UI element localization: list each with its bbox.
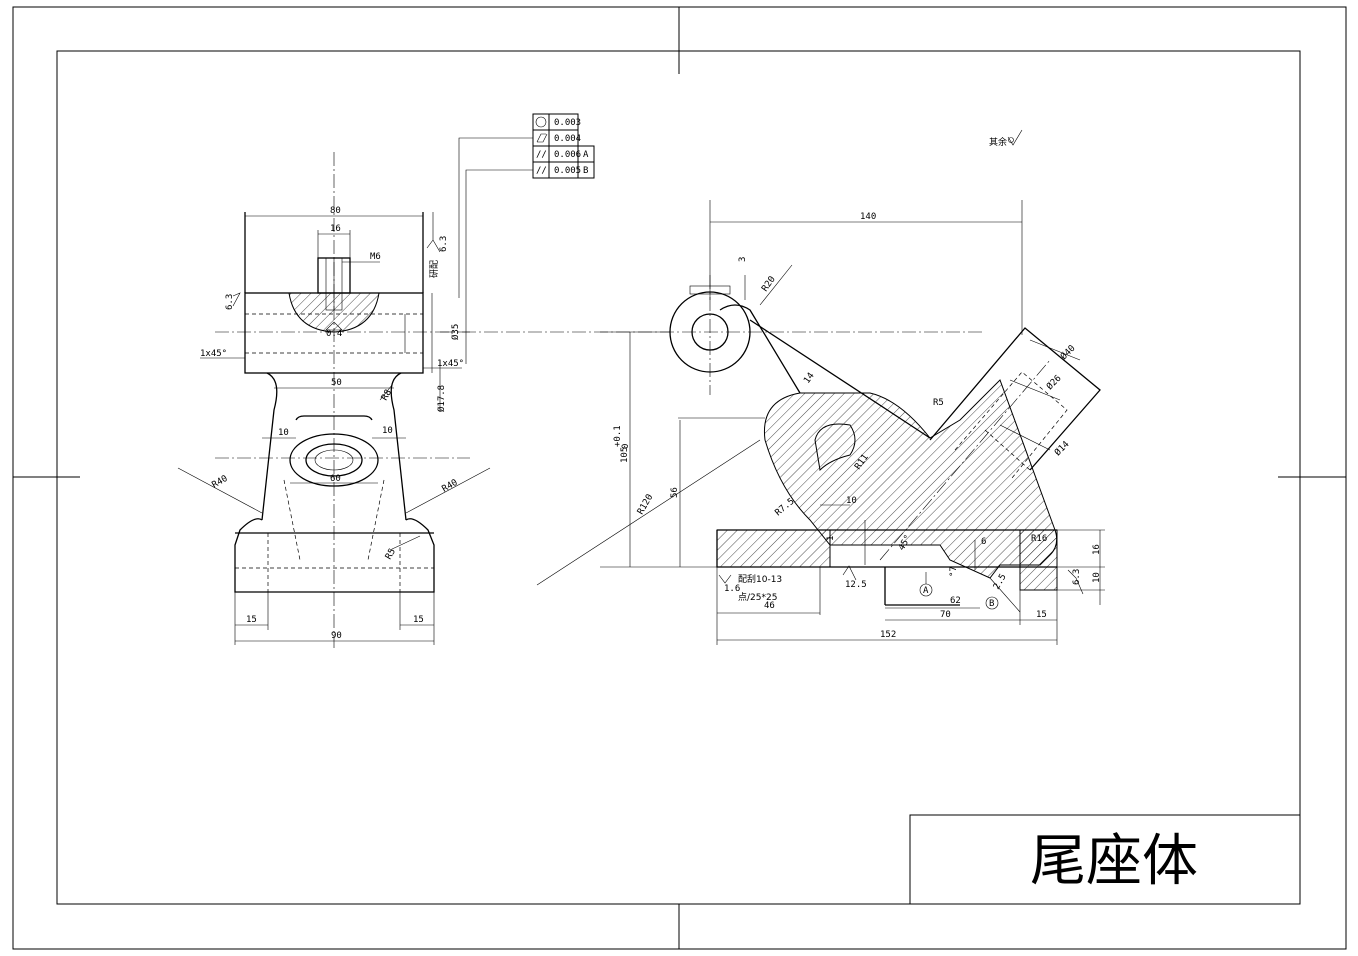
tol-datum-a: A (583, 150, 589, 160)
dim-depth-16: 16 (1092, 544, 1102, 555)
dim-tol-lower: 0 (621, 444, 631, 449)
rest-roughness-label: 其余 (989, 136, 1007, 148)
datum-b-marker (985, 596, 999, 610)
dim-dia-26: Ø26 (1044, 373, 1063, 392)
roughness-bore: 0.4 (326, 329, 342, 339)
dim-dia-40: Ø40 (1058, 343, 1077, 362)
dim-len-46: 46 (764, 601, 775, 611)
roughness-left: 6.3 (225, 294, 235, 310)
part-name: 尾座体 (1030, 829, 1198, 894)
dim-height-105: 105 (620, 447, 630, 463)
tol-datum-b: B (583, 166, 588, 176)
title-block: 尾座体 (909, 814, 1301, 905)
rest-roughness-note: 其余 (989, 129, 1023, 148)
dim-depth-10: 10 (1092, 572, 1102, 583)
dim-arm-radius-right: R40 (441, 478, 460, 495)
tol-value-1: 0.003 (554, 118, 581, 128)
dim-offset-right: 10 (382, 426, 393, 436)
dim-base-width: 90 (331, 631, 342, 641)
note-grind: 研配 (429, 260, 440, 278)
tol-value-3: 0.006 (554, 150, 581, 160)
roughness-63: 6.3 (1072, 569, 1082, 585)
sheet-border (12, 6, 1347, 950)
parallel-icon-1: // (536, 150, 547, 160)
dim-neck-width: 50 (331, 378, 342, 388)
roughness-top: 6.3 (439, 236, 449, 252)
dim-len-62: 62 (950, 596, 961, 606)
tol-value-4: 0.005 (554, 166, 581, 176)
dim-bore-dia: Ø35 (450, 324, 461, 340)
note-scrape: 配刮10-13 (738, 573, 782, 585)
roughness-26: 2.5 (992, 572, 1009, 591)
dim-offset-left: 10 (278, 428, 289, 438)
dim-fillet: R5 (384, 547, 398, 561)
front-view: 80 16 M6 Ø35 1x45° 1x45° 6.3 6.3 0.4 研配 … (177, 152, 491, 648)
dim-neck-radius: R8 (380, 388, 394, 402)
circularity-icon (535, 116, 547, 128)
dim-angle-chamfer: °7 (949, 566, 959, 577)
datum-b-label: B (989, 599, 994, 609)
dim-len-152: 152 (880, 630, 896, 640)
dim-rib: 14 (802, 371, 816, 386)
dim-arm-radius-left: R40 (211, 474, 230, 491)
dim-slot-width: 16 (330, 224, 341, 234)
dim-fillet-r5: R5 (933, 398, 944, 408)
dim-radius-r16: R16 (1031, 534, 1047, 544)
dim-len-15: 15 (1036, 610, 1047, 620)
dim-thread: M6 (370, 252, 381, 262)
note-points: 点/25*25 (738, 592, 777, 603)
dim-chamfer-06: 6 (981, 537, 986, 547)
dim-base-right: 15 (413, 615, 424, 625)
dim-base-left: 15 (246, 615, 257, 625)
dim-tol-upper: +0.1 (613, 425, 623, 447)
dim-gap-small: 3 (738, 257, 748, 262)
dim-small-dia: Ø17.8 (436, 385, 447, 412)
roughness-16: 1.6 (724, 584, 740, 594)
dim-radius-r120: R120 (636, 493, 656, 517)
dim-chamfer-right: 1x45° (437, 359, 464, 369)
dim-len-70: 70 (940, 610, 951, 620)
dim-length-top: 140 (860, 212, 876, 222)
cylindricity-icon (536, 133, 548, 143)
dim-step-1: 1 (826, 536, 836, 541)
parallel-icon-2: // (536, 166, 547, 176)
dim-chamfer-left: 1x45° (200, 349, 227, 359)
dim-radius-top: R20 (760, 275, 778, 294)
dim-gap-10: 10 (846, 496, 857, 506)
side-view: 140 3 R20 14 R5 Ø40 Ø26 Ø14 R11 105 +0.1… (440, 200, 1105, 645)
datum-a-label: A (923, 586, 929, 596)
tolerance-frame: // // 0.003 0.004 0.006 0.005 A B (458, 113, 595, 364)
dim-height-56: 56 (670, 487, 680, 498)
dim-boss-width: 60 (330, 474, 341, 484)
dim-width-top: 80 (330, 206, 341, 216)
roughness-125: 12.5 (845, 580, 867, 590)
tol-value-2: 0.004 (554, 134, 581, 144)
